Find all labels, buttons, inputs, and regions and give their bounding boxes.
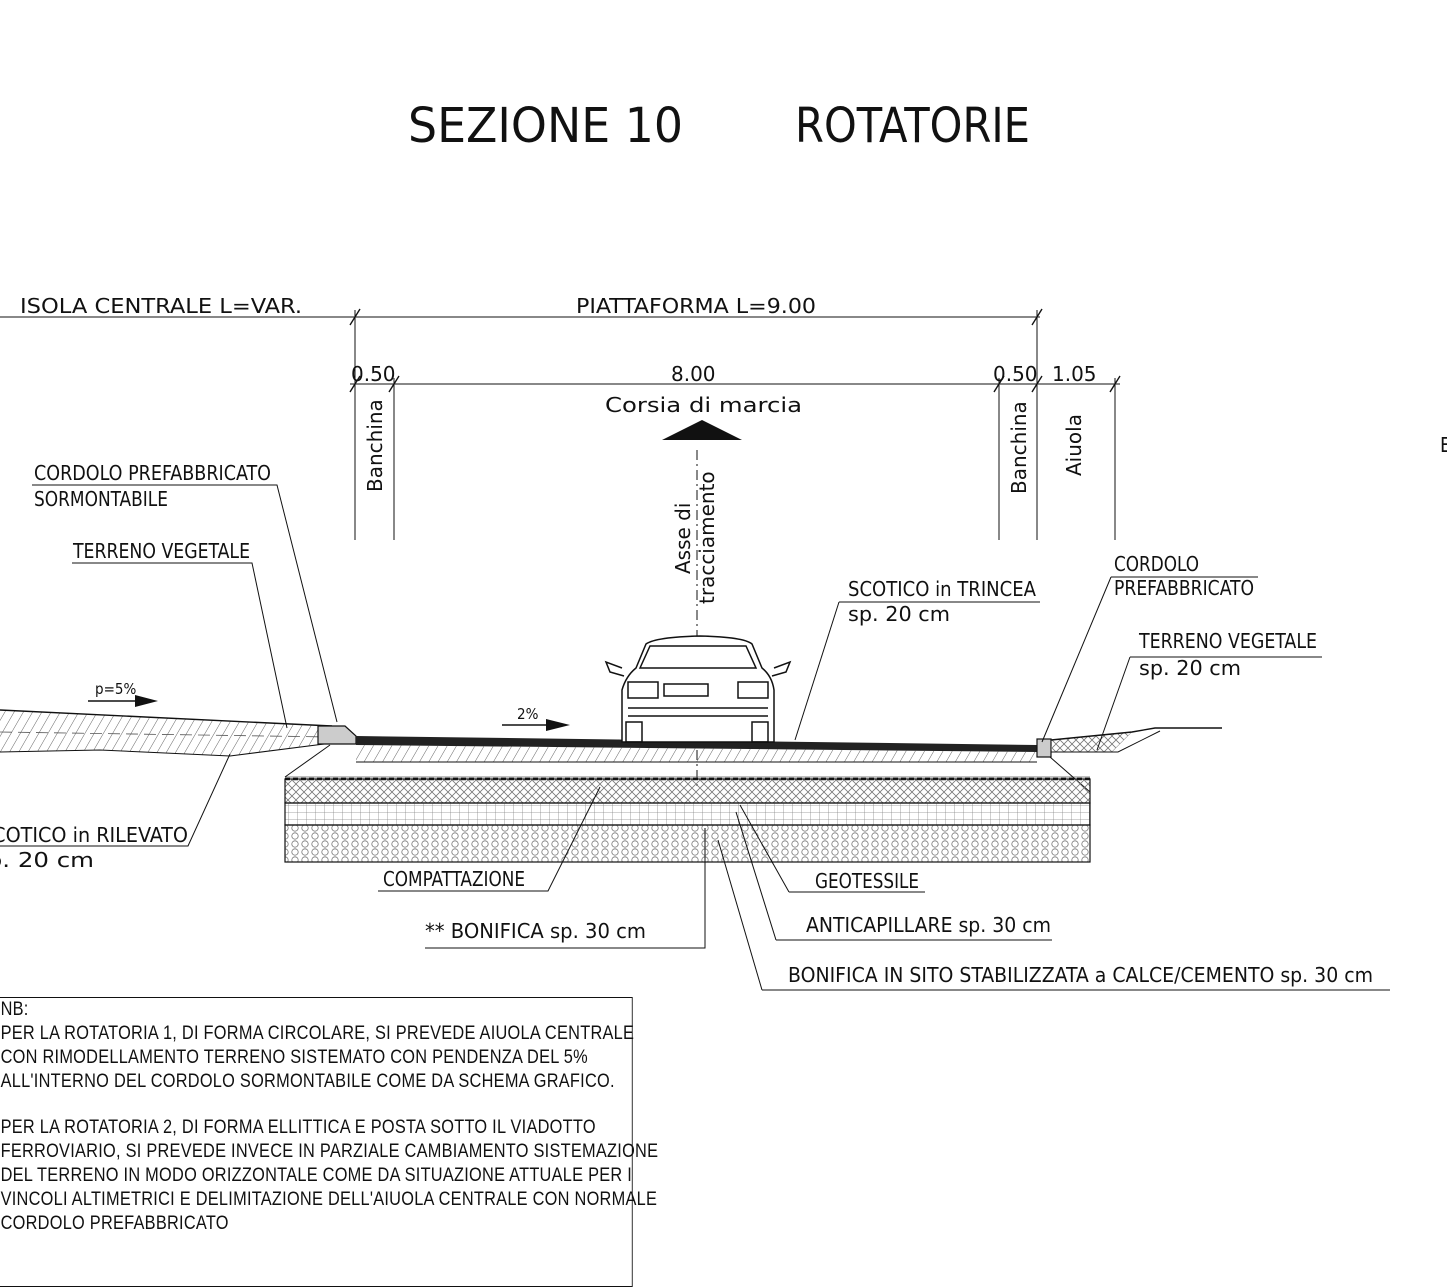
curb-mountable-label-1: CORDOLO PREFABBRICATO xyxy=(34,461,271,485)
slope-road-label: 2% xyxy=(517,705,539,723)
curb-label-1: CORDOLO xyxy=(1114,552,1199,576)
curb-mountable-label-2: SORMONTABILE xyxy=(34,487,168,511)
central-island xyxy=(0,709,333,757)
slope-arrow-island xyxy=(88,695,158,707)
mountable-curb xyxy=(317,725,357,745)
topsoil-left-label: TERRENO VEGETALE xyxy=(72,539,250,563)
compaction-label: COMPATTAZIONE xyxy=(383,867,525,891)
notes-heading: NB: xyxy=(0,999,29,1020)
curb-label-2: PREFABBRICATO xyxy=(1114,576,1254,600)
island-width-label: ISOLA CENTRALE L=VAR. xyxy=(20,294,302,318)
strip-cut-label-1: SCOTICO in TRINCEA xyxy=(848,577,1037,601)
edge-mark: E xyxy=(1440,433,1447,457)
dimension-platform xyxy=(0,308,1043,540)
axis-arrow-icon xyxy=(662,420,742,440)
strip-fill-label-1: SCOTICO in RILEVATO xyxy=(0,823,188,847)
slope-island-label: p=5% xyxy=(95,680,136,698)
note-line: FERROVIARIO, SI PREVEDE INVECE IN PARZIA… xyxy=(0,1141,659,1162)
capillary-label: ANTICAPILLARE sp. 30 cm xyxy=(806,913,1051,937)
topsoil-right-label-1: TERRENO VEGETALE xyxy=(1138,629,1317,653)
axis-label-1: Asse di xyxy=(671,503,695,574)
median-label: Aiuola xyxy=(1062,414,1086,476)
note-line: PER LA ROTATORIA 1, DI FORMA CIRCOLARE, … xyxy=(0,1023,635,1044)
note-line: ALL'INTERNO DEL CORDOLO SORMONTABILE COM… xyxy=(0,1071,615,1092)
section-title: ROTATORIE xyxy=(795,98,1030,154)
leader-lines xyxy=(0,484,1390,991)
shoulder-left-label: Banchina xyxy=(363,399,387,492)
lane-label: Corsia di marcia xyxy=(605,393,802,417)
note-line: CON RIMODELLAMENTO TERRENO SISTEMATO CON… xyxy=(0,1047,588,1068)
dimension-lanes xyxy=(349,375,1121,540)
right-verge xyxy=(1050,727,1222,753)
shoulder-right-width: 0.50 xyxy=(993,362,1038,386)
axis-label-2: tracciamento xyxy=(695,471,719,604)
reclamation-label: ** BONIFICA sp. 30 cm xyxy=(425,919,646,943)
pavement-layers xyxy=(284,777,1091,863)
note-line: VINCOLI ALTIMETRICI E DELIMITAZIONE DELL… xyxy=(0,1189,658,1210)
section-number: SEZIONE 10 xyxy=(408,98,683,154)
shoulder-left-width: 0.50 xyxy=(351,362,396,386)
notes-box: NB: PER LA ROTATORIA 1, DI FORMA CIRCOLA… xyxy=(0,997,659,1287)
car-icon xyxy=(604,635,792,743)
note-line: DEL TERRENO IN MODO ORIZZONTALE COME DA … xyxy=(0,1165,633,1186)
strip-fill-label-2: sp. 20 cm xyxy=(0,848,94,872)
curb xyxy=(1036,738,1052,758)
in-situ-label: BONIFICA IN SITO STABILIZZATA a CALCE/CE… xyxy=(788,963,1373,987)
shoulder-right-label: Banchina xyxy=(1007,401,1031,494)
platform-width-label: PIATTAFORMA L=9.00 xyxy=(576,294,816,318)
lane-width: 8.00 xyxy=(671,362,716,386)
median-width: 1.05 xyxy=(1052,362,1097,386)
strip-cut-label-2: sp. 20 cm xyxy=(848,602,950,626)
topsoil-right-label-2: sp. 20 cm xyxy=(1139,656,1241,680)
slope-arrow-road xyxy=(502,719,570,731)
note-line: CORDOLO PREFABBRICATO xyxy=(0,1213,229,1234)
geotextile-label: GEOTESSILE xyxy=(815,869,919,893)
note-line: PER LA ROTATORIA 2, DI FORMA ELLITTICA E… xyxy=(0,1117,596,1138)
